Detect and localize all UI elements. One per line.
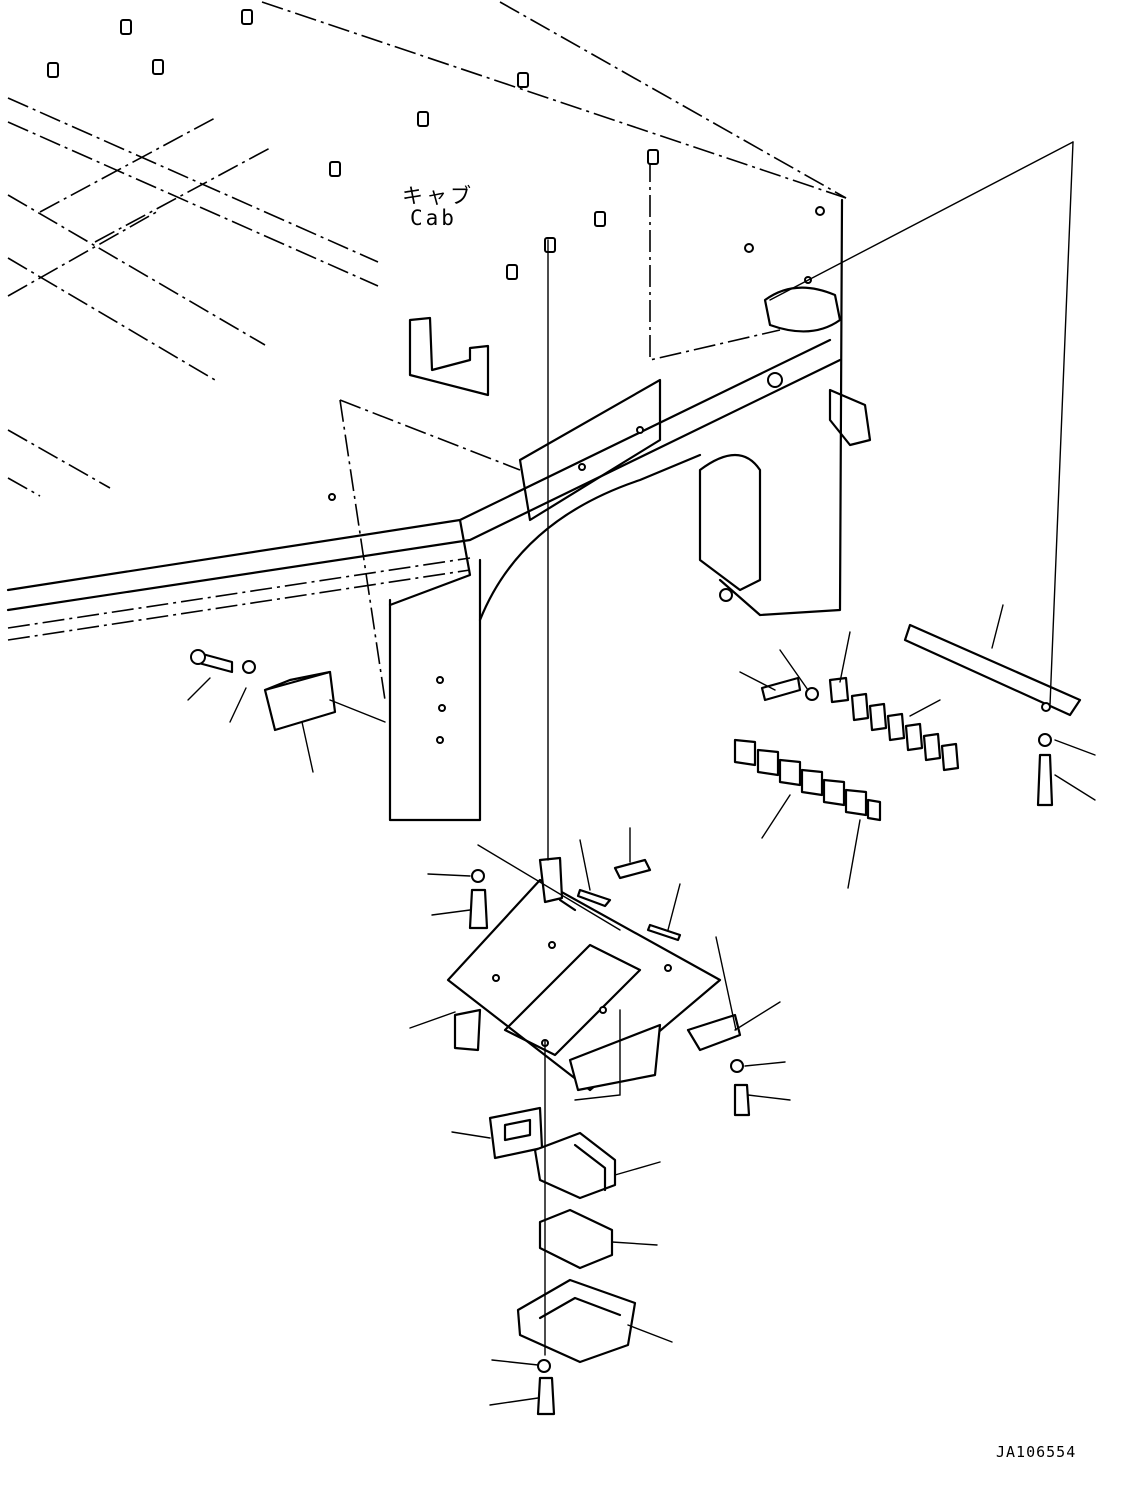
mounting-plate (409, 239, 791, 1117)
cab-label-english: Cab (410, 206, 457, 230)
drawing-number: JA106554 (996, 1443, 1077, 1461)
relay-bar-assembly (733, 141, 1096, 889)
cab-studs (47, 9, 659, 280)
cab-frame (6, 1, 872, 822)
lower-components (451, 1039, 673, 1416)
cab-label-japanese: キャブ (402, 184, 474, 208)
left-relay-assembly (187, 649, 386, 773)
